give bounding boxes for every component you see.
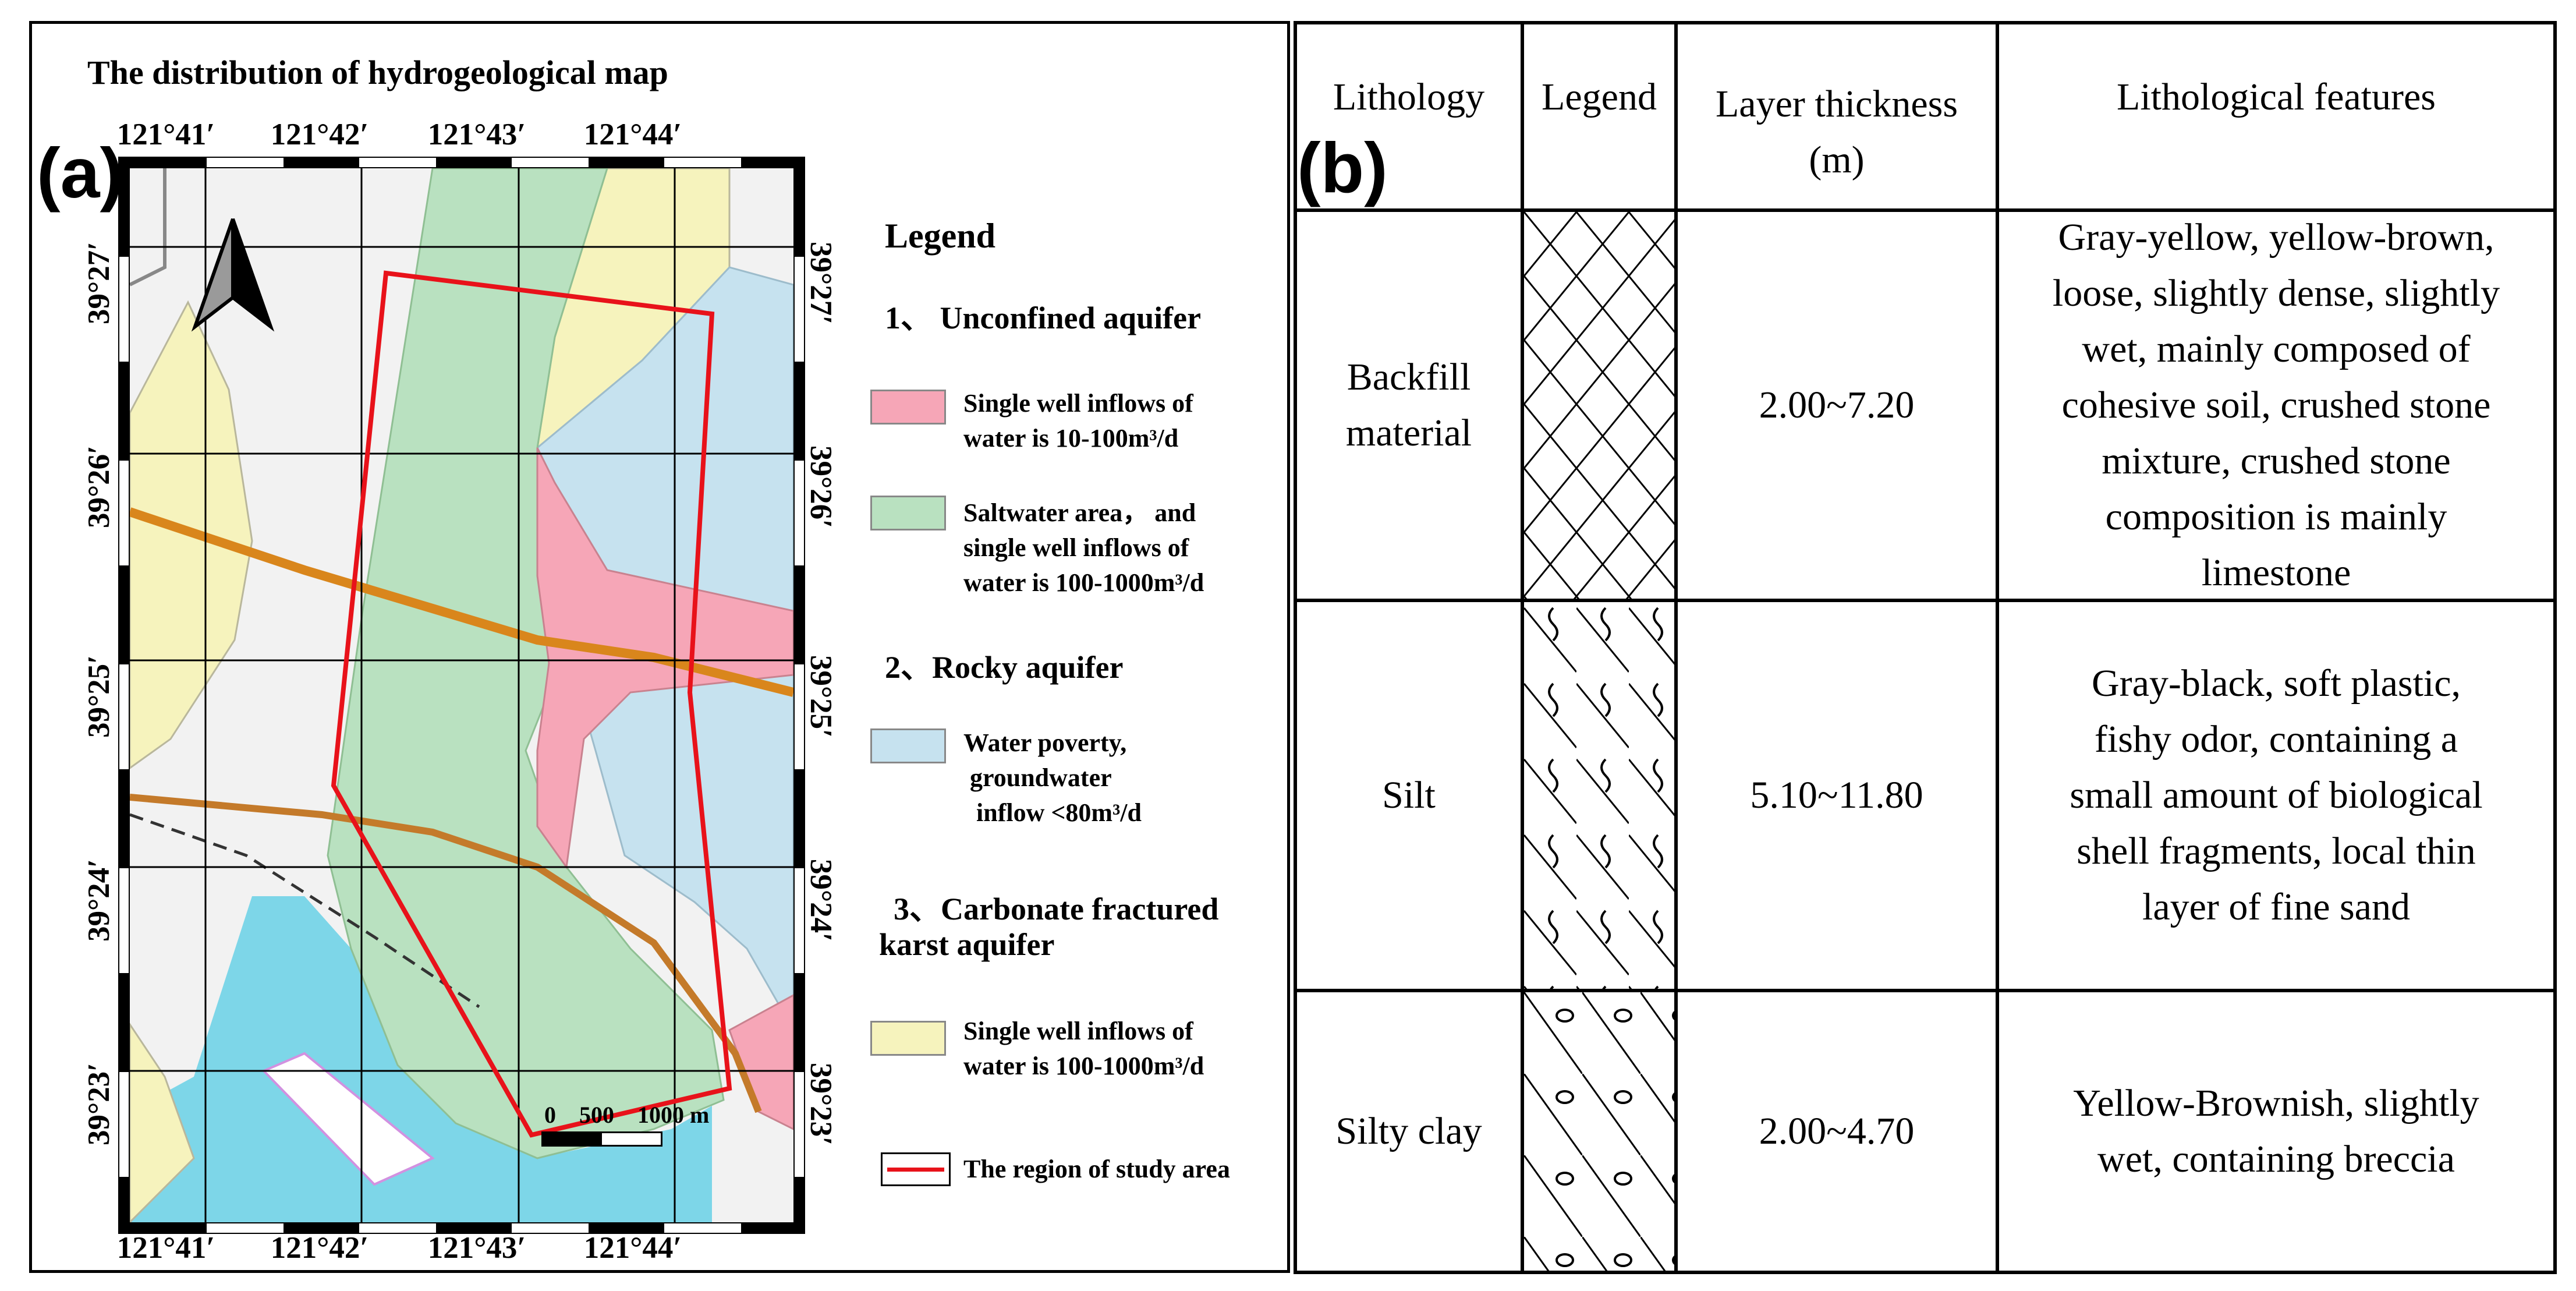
- map-top-frame-bar: [130, 157, 793, 168]
- longitude-label-bottom: 121°41′: [116, 1231, 215, 1265]
- latitude-label-right: 39°25′: [804, 655, 838, 738]
- legend-swatch-carbonate: [870, 1021, 946, 1056]
- latitude-label-left: 39°25′: [82, 655, 116, 738]
- row-lithology: Backfill material: [1345, 356, 1472, 454]
- legend-section-heading: 2、Rocky aquifer: [885, 650, 1124, 685]
- longitude-label-bottom: 121°42′: [270, 1231, 369, 1265]
- hydrogeological-map-panel: The distribution of hydrogeological map …: [29, 21, 1290, 1273]
- legend-section-heading: karst aquifer: [879, 927, 1055, 962]
- scale-label: 1000 m: [637, 1102, 710, 1128]
- legend-item-text: Single well inflows of water is 10-100m³…: [963, 389, 1193, 452]
- highway: [130, 507, 793, 697]
- north-arrow-icon: [191, 218, 275, 332]
- latitude-label-right: 39°26′: [804, 445, 838, 529]
- row-lithology: Silt: [1382, 774, 1436, 817]
- header-thickness: Layer thickness (m): [1715, 83, 1958, 181]
- legend-item-text: Saltwater area， and single well inflows …: [963, 498, 1204, 597]
- legend-item-text: Water poverty, groundwater inflow <80m³/…: [963, 728, 1142, 827]
- table-divider: [1996, 24, 1999, 1271]
- latitude-label-left: 39°26′: [82, 445, 116, 529]
- table-divider: [1297, 989, 2553, 992]
- row-features: Gray-yellow, yellow-brown, loose, slight…: [2052, 216, 2500, 594]
- map-left-frame-bar: [118, 157, 130, 1234]
- legend-title: Legend: [885, 217, 996, 255]
- legend-section-heading: 3、Carbonate fractured: [894, 892, 1219, 926]
- longitude-label-top: 121°43′: [427, 118, 526, 151]
- panel-a-label: (a): [37, 133, 124, 213]
- longitude-label-top: 121°44′: [583, 118, 682, 151]
- row-thickness: 5.10~11.80: [1750, 774, 1923, 817]
- scale-label: 500: [579, 1102, 614, 1128]
- row-lithology: Silty clay: [1335, 1110, 1482, 1153]
- scale-label: 0: [544, 1102, 556, 1128]
- header-lithology: Lithology: [1333, 76, 1485, 119]
- legend-swatch-study-area: [881, 1152, 951, 1186]
- longitude-label-top: 121°42′: [270, 118, 369, 151]
- panel-b-label: (b): [1297, 128, 1388, 207]
- map-title: The distribution of hydrogeological map: [87, 54, 668, 91]
- harbor-pier: [261, 1052, 435, 1186]
- map-right-frame-bar: [793, 157, 805, 1234]
- latitude-label-left: 39°23′: [82, 1062, 116, 1146]
- row-features: Gray-black, soft plastic, fishy odor, co…: [2070, 662, 2483, 928]
- legend-item-text: Single well inflows of water is 100-1000…: [963, 1017, 1204, 1080]
- row-thickness: 2.00~7.20: [1759, 384, 1915, 427]
- latitude-label-right: 39°23′: [804, 1062, 838, 1146]
- latitude-label-left: 39°24′: [82, 858, 116, 942]
- row-thickness: 2.00~4.70: [1759, 1110, 1915, 1153]
- map-grid: [130, 168, 793, 1222]
- study-area-outline: [331, 270, 732, 1138]
- longitude-label-top: 121°41′: [116, 118, 215, 151]
- sea-area: [130, 896, 712, 1222]
- table-divider: [1521, 24, 1524, 1271]
- carbonate-area: [130, 1023, 195, 1222]
- railway: [130, 813, 480, 1009]
- row-features: Yellow-Brownish, slightly wet, containin…: [2073, 1082, 2479, 1180]
- legend-swatch-saltwater: [870, 496, 946, 530]
- map-canvas: [130, 168, 793, 1222]
- scale-bar: [541, 1131, 662, 1147]
- legend-swatch-unconfined: [870, 390, 946, 425]
- table-divider: [1674, 24, 1678, 1271]
- legend-item-text: The region of study area: [963, 1155, 1230, 1183]
- silty-clay-pattern: [1524, 992, 1674, 1271]
- map-drawing: [130, 168, 793, 1222]
- legend-swatch-water-poverty: [870, 728, 946, 763]
- longitude-label-bottom: 121°43′: [427, 1231, 526, 1265]
- map-bottom-frame-bar: [130, 1222, 793, 1234]
- table-divider: [1297, 599, 2553, 602]
- longitude-label-bottom: 121°44′: [583, 1231, 682, 1265]
- crosshatch-pattern: [1524, 212, 1674, 599]
- minor-road: [130, 168, 166, 287]
- table-divider: [1297, 208, 2553, 212]
- latitude-label-left: 39°27′: [82, 241, 116, 325]
- lithology-table-panel: Lithology Legend Layer thickness (m) Lit…: [1294, 21, 2557, 1274]
- header-legend: Legend: [1542, 76, 1657, 119]
- header-features: Lithological features: [2117, 76, 2436, 119]
- silt-pattern: [1524, 602, 1674, 989]
- legend-section-heading: 1、 Unconfined aquifer: [885, 300, 1202, 335]
- latitude-label-right: 39°27′: [804, 241, 838, 325]
- latitude-label-right: 39°24′: [804, 858, 838, 942]
